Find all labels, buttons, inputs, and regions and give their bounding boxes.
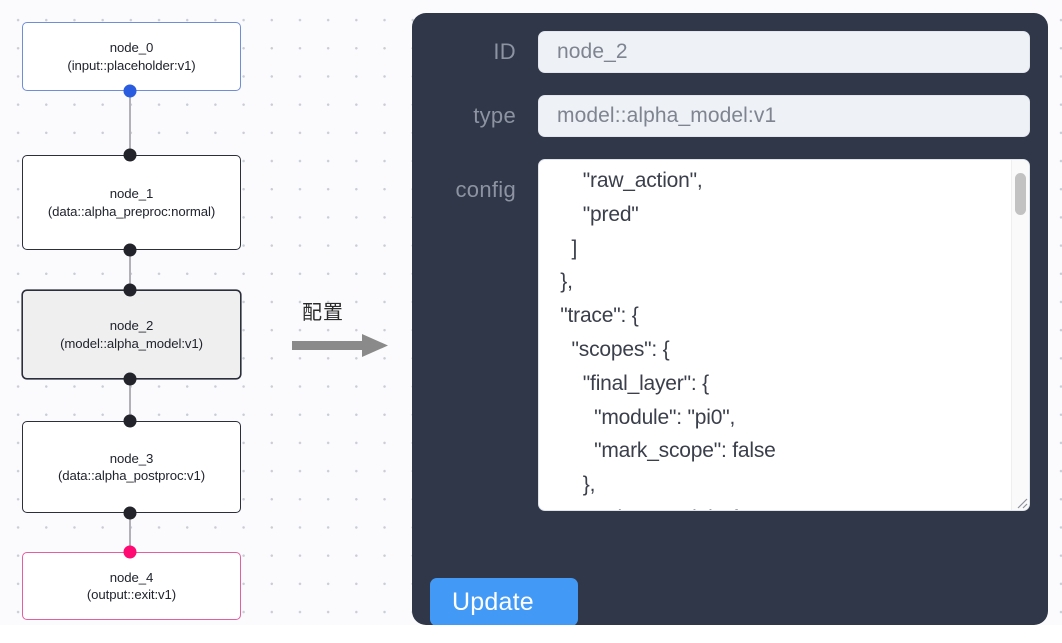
config-textarea-scrollbar[interactable]	[1011, 160, 1029, 510]
type-input[interactable]: model::alpha_model:v1	[538, 95, 1030, 137]
node_2-target-handle[interactable]	[123, 283, 137, 297]
edge-node0-node1	[129, 91, 131, 156]
graph-node-node_3[interactable]: node_3(data::alpha_postproc:v1)	[22, 421, 241, 513]
config-field-row: config "raw_action", "pred" ] }, "trace"…	[430, 159, 1030, 511]
type-field-label: type	[473, 103, 516, 128]
node_0-source-handle[interactable]	[123, 84, 137, 98]
node_4-target-handle[interactable]	[123, 545, 137, 559]
node-graph-canvas[interactable]: node_0(input::placeholder:v1) node_1(dat…	[0, 0, 400, 643]
graph-node-node_1[interactable]: node_1(data::alpha_preproc:normal)	[22, 155, 241, 250]
arrow-right-icon	[292, 334, 388, 357]
graph-node-label: node_2(model::alpha_model:v1)	[60, 318, 203, 351]
node_2-source-handle[interactable]	[123, 372, 137, 386]
graph-node-node_4[interactable]: node_4(output::exit:v1)	[22, 552, 241, 620]
id-field-row: ID node_2	[430, 31, 1030, 73]
node_1-source-handle[interactable]	[123, 243, 137, 257]
id-input[interactable]: node_2	[538, 31, 1030, 73]
transition-label: 配置	[302, 300, 344, 324]
edge-node1-node2	[129, 250, 131, 291]
graph-node-label: node_4(output::exit:v1)	[86, 569, 177, 603]
id-field-label: ID	[493, 39, 516, 64]
graph-node-node_2[interactable]: node_2(model::alpha_model:v1)	[22, 290, 241, 379]
graph-node-node_0[interactable]: node_0(input::placeholder:v1)	[22, 22, 241, 91]
node_3-source-handle[interactable]	[123, 506, 137, 520]
edge-node3-node4	[129, 513, 131, 552]
graph-node-label: node_1(data::alpha_preproc:normal)	[47, 186, 216, 219]
edge-node2-node3	[129, 379, 131, 421]
config-textarea-scrollbar-thumb[interactable]	[1015, 173, 1026, 215]
type-field-row: type model::alpha_model:v1	[430, 95, 1030, 137]
node_3-target-handle[interactable]	[123, 414, 137, 428]
node_1-target-handle[interactable]	[123, 148, 137, 162]
config-textarea-content[interactable]: "raw_action", "pred" ] }, "trace": { "sc…	[560, 169, 776, 510]
update-button[interactable]: Update	[430, 578, 578, 625]
config-field-label: config	[455, 177, 516, 202]
graph-node-label: node_3(data::alpha_postproc:v1)	[57, 450, 206, 484]
config-textarea[interactable]: "raw_action", "pred" ] }, "trace": { "sc…	[538, 159, 1030, 511]
page-bottom-strip	[0, 625, 1062, 643]
transition-annotation: 配置	[288, 296, 398, 358]
graph-node-label: node_0(input::placeholder:v1)	[67, 40, 196, 73]
node-config-panel: ID node_2 type model::alpha_model:v1 con…	[412, 13, 1048, 625]
